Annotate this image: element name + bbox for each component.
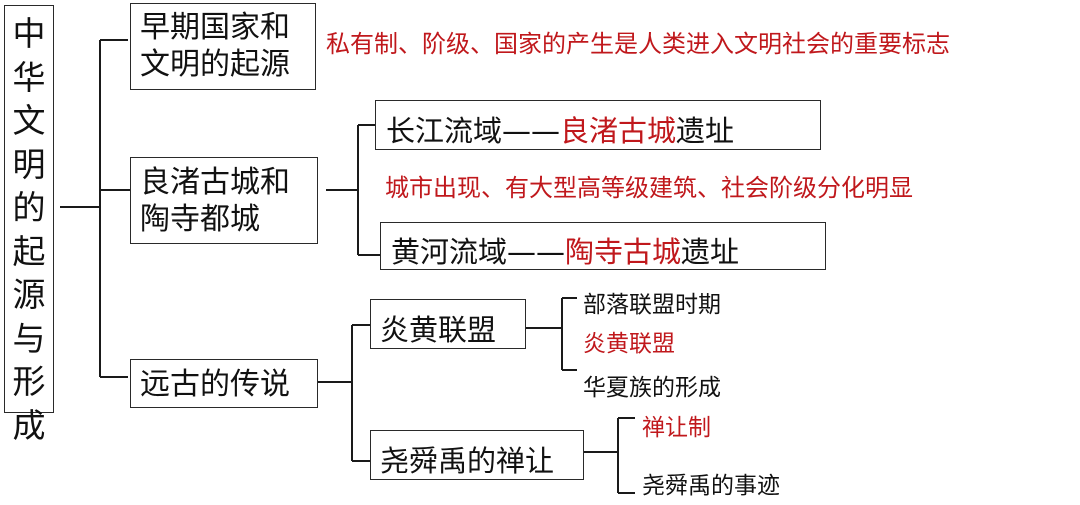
cities-title-line2: 陶寺都城 [140, 202, 260, 237]
alliance-bracket [526, 297, 577, 371]
yellow-river-box: 黄河流域——陶寺古城遗址 [380, 222, 826, 270]
cities-bracket [326, 124, 380, 256]
legends-bracket [318, 324, 370, 462]
alliance-item: 华夏族的形成 [583, 375, 721, 401]
cities-note: 城市出现、有大型高等级建筑、社会阶级分化明显 [385, 174, 913, 202]
cities-title-line1: 良渚古城和 [140, 165, 290, 200]
root-title: 中 华 文 明 的 起 源 与 形 成 [12, 14, 46, 445]
alliance-box: 炎黄联盟 [370, 299, 526, 349]
liangzhu-site: 良渚古城 [560, 114, 677, 148]
yangtze-box: 长江流域——良渚古城遗址 [375, 100, 821, 150]
abdication-box: 尧舜禹的禅让 [370, 430, 584, 480]
yangtze-label: 长江流域——良渚古城遗址 [386, 108, 734, 150]
early-state-box: 早期国家和 文明的起源 [130, 3, 316, 90]
alliance-item: 部落联盟时期 [583, 292, 721, 318]
yellow-river-suffix: 遗址 [681, 235, 740, 269]
yellow-river-label: 黄河流域——陶寺古城遗址 [391, 229, 739, 271]
root-bracket [60, 39, 128, 378]
early-state-note: 私有制、阶级、国家的产生是人类进入文明社会的重要标志 [326, 30, 950, 58]
early-state-title-line1: 早期国家和 [140, 10, 290, 45]
root-title-box: 中 华 文 明 的 起 源 与 形 成 [4, 5, 54, 445]
alliance-item: 炎黄联盟 [583, 331, 675, 357]
alliance-title: 炎黄联盟 [380, 313, 497, 347]
abdication-bracket [584, 417, 635, 494]
taosi-site: 陶寺古城 [565, 235, 682, 269]
abdication-item: 尧舜禹的事迹 [642, 473, 780, 499]
cities-box: 良渚古城和 陶寺都城 [130, 157, 318, 244]
abdication-item: 禅让制 [642, 415, 711, 441]
yangtze-suffix: 遗址 [676, 114, 735, 148]
yellow-river-prefix: 黄河流域—— [391, 235, 566, 269]
abdication-title: 尧舜禹的禅让 [380, 444, 555, 478]
legends-box: 远古的传说 [130, 359, 318, 408]
legends-title: 远古的传说 [140, 367, 290, 402]
early-state-title-line2: 文明的起源 [140, 47, 290, 82]
yangtze-prefix: 长江流域—— [386, 114, 561, 148]
